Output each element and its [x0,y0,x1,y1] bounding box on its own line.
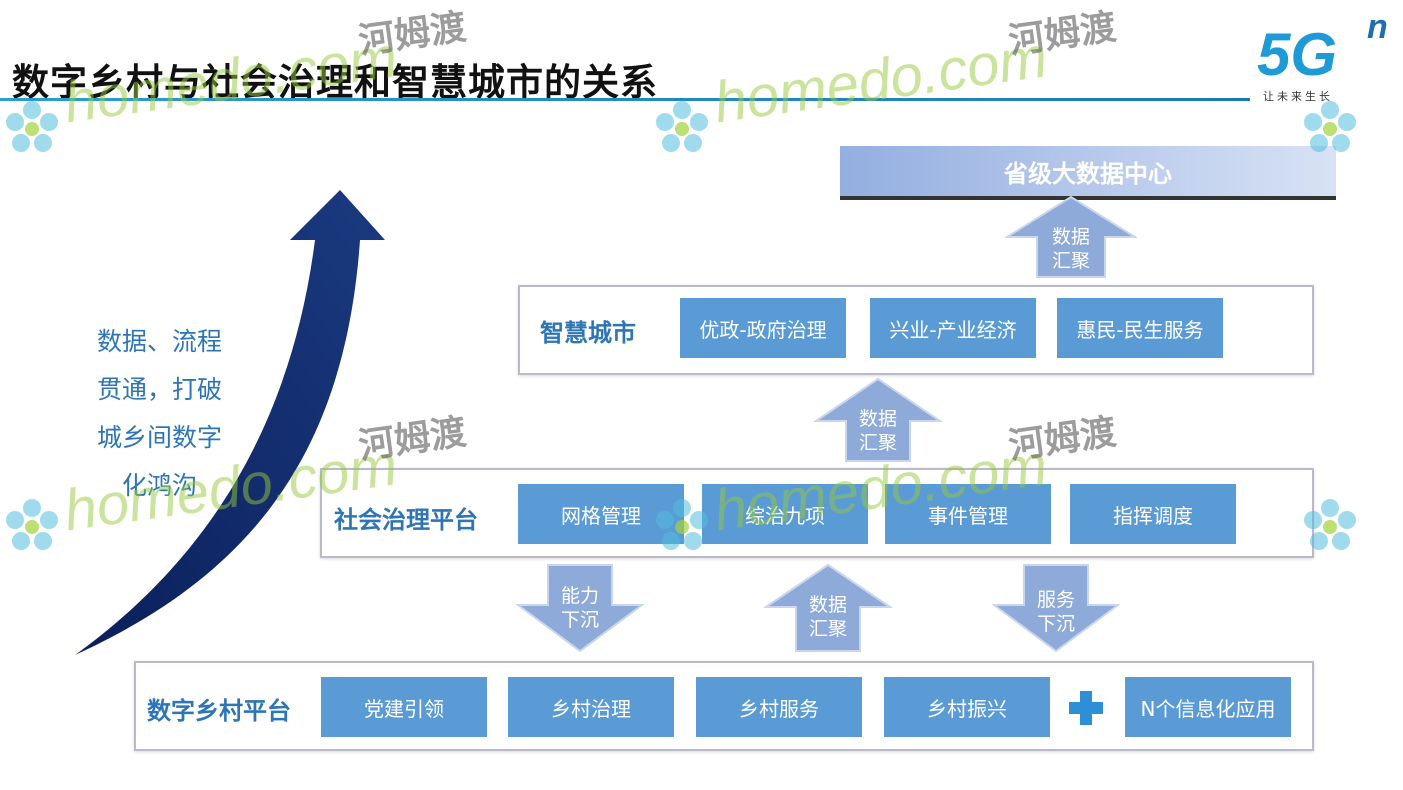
page-title: 数字乡村与社会治理和智慧城市的关系 [12,61,658,104]
social-governance-item: 综治九项 [702,484,868,544]
provincial-data-center: 省级大数据中心 [840,146,1336,200]
data-aggregation-arrow-icon [1005,195,1137,278]
digital-village-label: 数字乡村平台 [147,696,291,725]
smart-city-item: 兴业-产业经济 [870,298,1036,358]
data-aggregation-arrow-icon [764,563,892,652]
arrow-label-line: 数据 [808,594,847,616]
arrow-label-line: 服务 [1036,589,1075,611]
watermark-text: homedo.com [710,24,1052,136]
watermark-cn: 河姆渡 [1006,411,1119,468]
watermark-flower-icon [6,101,58,152]
service-down-label: 服务 下沉 [1024,587,1088,637]
growth-arrow-icon [75,190,385,655]
digital-village-item: 党建引领 [321,677,487,737]
side-description: 数据、流程 贯通，打破 城乡间数字 化鸿沟 [96,327,222,500]
data-aggregation-label-middle: 数据 汇聚 [846,406,910,456]
smart-city-item: 优政-政府治理 [680,298,846,358]
digital-village-item: 乡村服务 [696,677,862,737]
logo-superscript: n [1367,8,1388,46]
title-underline [0,98,1250,101]
capability-down-arrow-icon [516,564,644,653]
data-aggregation-label-top: 数据 汇聚 [1039,224,1103,274]
arrow-label-line: 汇聚 [858,432,897,454]
arrow-label-line: 汇聚 [1051,250,1090,272]
digital-village-extra-item: N个信息化应用 [1125,677,1291,737]
social-governance-item: 网格管理 [518,484,684,544]
arrow-label-line: 汇聚 [808,618,847,640]
watermark-flower-icon [656,101,708,152]
data-aggregation-arrow-icon [814,377,942,462]
arrow-label-line: 能力 [560,585,599,607]
watermark-cn: 河姆渡 [1006,6,1119,63]
5g-logo: 5G n 让未来生长 [1255,8,1395,103]
service-down-arrow-icon [992,564,1120,653]
smart-city-label: 智慧城市 [540,318,636,347]
smart-city-item: 惠民-民生服务 [1057,298,1223,358]
social-governance-label: 社会治理平台 [334,505,478,534]
watermark-flower-icon [656,499,708,550]
arrow-label-line: 下沉 [560,609,599,631]
digital-village-item: 乡村治理 [508,677,674,737]
social-governance-item: 指挥调度 [1070,484,1236,544]
digital-village-item: 乡村振兴 [884,677,1050,737]
watermark-flower-icon [1304,499,1356,550]
watermark-flower-icon [6,499,58,550]
capability-down-label: 能力 下沉 [548,583,612,633]
data-aggregation-label-bottom: 数据 汇聚 [796,592,860,642]
plus-icon [1069,691,1103,725]
watermark-text: homedo.com [60,24,402,136]
logo-slogan: 让未来生长 [1263,90,1333,103]
watermark-flower-icon [1304,101,1356,152]
social-governance-item: 事件管理 [885,484,1051,544]
arrow-label-line: 下沉 [1036,613,1075,635]
arrow-label-line: 数据 [1051,226,1090,248]
logo-text: 5G [1257,21,1338,88]
arrow-label-line: 数据 [858,408,897,430]
